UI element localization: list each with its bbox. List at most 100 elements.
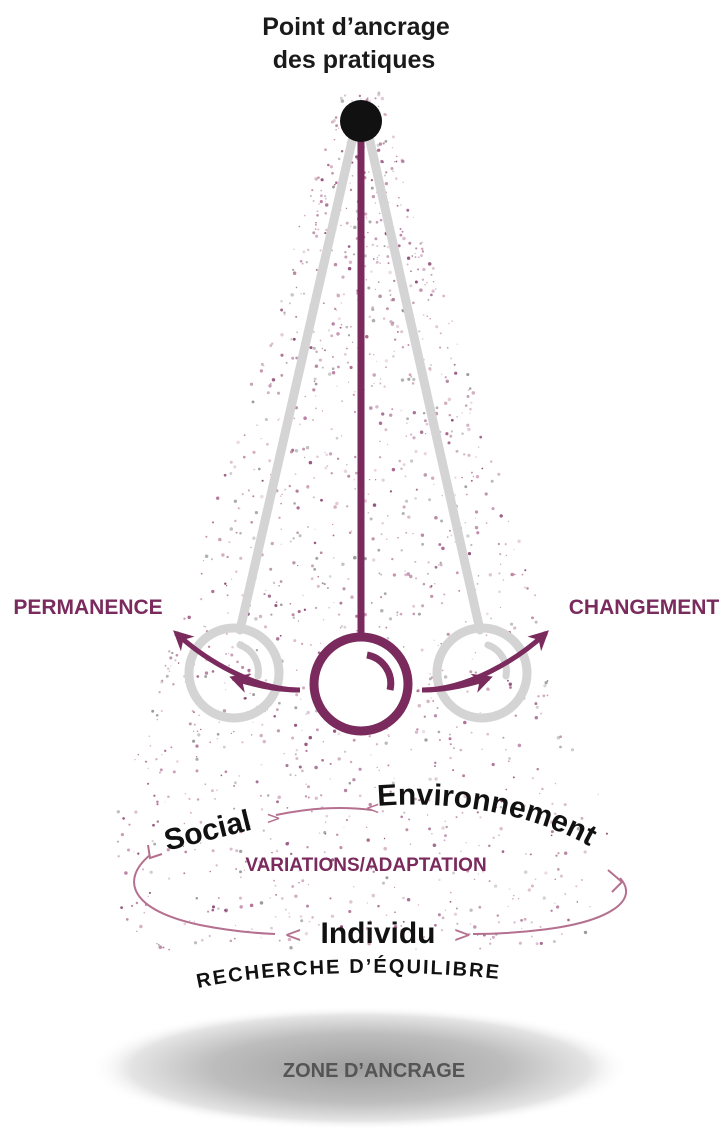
speckle-dot [394,338,397,341]
speckle-dot [454,476,457,479]
speckle-dot [350,530,353,532]
speckle-dot [167,795,170,799]
speckle-dot [188,722,192,726]
speckle-dot [290,293,294,297]
speckle-dot [250,521,253,524]
speckle-dot [339,96,343,100]
speckle-dot [269,344,273,348]
speckle-dot [430,293,433,297]
speckle-dot [319,339,322,342]
speckle-dot [463,794,467,799]
speckle-dot [402,920,405,923]
speckle-dot [408,373,412,377]
speckle-dot [353,253,355,256]
speckle-dot [298,765,302,769]
speckle-dot [368,478,371,481]
speckle-dot [325,453,329,457]
speckle-dot [310,577,314,581]
speckle-dot [299,698,302,700]
speckle-dot [312,231,316,235]
speckle-dot [267,794,270,797]
speckle-dot [316,210,319,213]
speckle-dot [346,505,349,508]
speckle-dot [535,942,539,946]
speckle-dot [418,799,421,802]
speckle-dot [375,360,378,363]
speckle-dot [172,683,175,686]
speckle-dot [327,163,330,167]
speckle-dot [475,475,480,479]
speckle-dot [253,468,256,471]
speckle-dot [331,367,335,371]
speckle-dot [461,412,463,414]
speckle-dot [333,505,337,509]
speckle-dot [247,668,251,673]
speckle-dot [422,267,426,272]
speckle-dot [231,646,234,649]
speckle-dot [417,612,421,616]
speckle-dot [347,577,350,581]
speckle-dot [260,936,262,939]
speckle-dot [271,851,273,854]
speckle-dot [301,729,303,731]
speckle-dot [379,262,382,265]
speckle-dot [512,776,515,779]
speckle-dot [449,756,452,760]
speckle-dot [372,503,377,507]
speckle-dot [328,575,332,578]
speckle-dot [170,746,173,749]
speckle-dot [360,98,362,100]
speckle-dot [421,542,425,546]
speckle-dot [388,617,393,621]
speckle-dot [211,670,215,673]
speckle-dot [507,905,509,908]
speckle-dot [331,171,334,175]
speckle-dot [390,167,394,170]
speckle-dot [303,416,307,420]
speckle-dot [479,816,482,819]
speckle-dot [534,594,537,597]
speckle-dot [380,596,383,599]
speckle-dot [200,597,203,601]
speckle-dot [270,613,273,616]
speckle-dot [554,878,557,881]
speckle-dot [263,593,266,596]
speckle-dot [404,573,408,577]
speckle-dot [322,740,325,743]
center-bob [309,632,413,736]
speckle-dot [534,878,537,881]
speckle-dot [120,906,123,909]
speckle-dot [449,900,452,903]
speckle-dot [507,520,510,523]
speckle-dot [348,531,352,535]
speckle-dot [391,408,394,410]
speckle-dot [493,884,498,888]
speckle-dot [325,814,329,818]
speckle-dot [271,378,276,382]
speckle-dot [438,543,442,546]
speckle-dot [239,896,242,900]
speckle-dot [385,914,388,916]
speckle-dot [216,738,218,740]
speckle-dot [374,786,376,789]
speckle-dot [440,601,444,605]
speckle-dot [314,765,318,770]
speckle-dot [151,840,154,843]
speckle-dot [392,573,397,577]
speckle-dot [498,834,500,837]
speckle-dot [385,171,388,174]
speckle-dot [318,832,321,834]
speckle-dot [335,501,339,506]
speckle-dot [470,401,473,404]
speckle-dot [387,733,390,737]
speckle-dot [305,749,308,753]
speckle-dot [389,294,392,296]
speckle-dot [468,387,472,390]
speckle-dot [389,790,392,793]
speckle-dot [296,531,299,534]
speckle-dot [269,382,272,385]
speckle-dot [461,476,463,479]
speckle-dot [417,704,422,708]
speckle-dot [323,851,326,854]
speckle-dot [401,935,404,938]
